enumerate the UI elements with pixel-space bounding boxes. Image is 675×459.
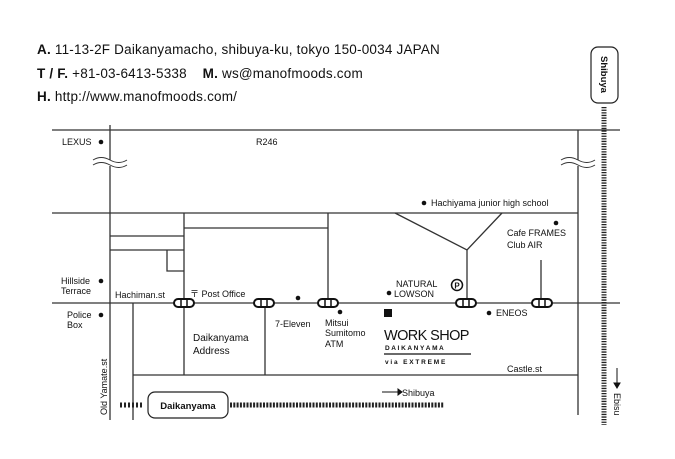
landmark-police: Box xyxy=(67,320,83,330)
road-castle: Castle.st xyxy=(507,364,543,374)
landmark-hillside: Hillside xyxy=(61,276,90,286)
landmark-cafe: Cafe FRAMES xyxy=(507,228,566,238)
address-text: 11-13-2F Daikanyamacho, shibuya-ku, toky… xyxy=(54,42,441,57)
traffic-light-icon xyxy=(455,298,477,308)
mail-label: M. xyxy=(202,66,219,81)
landmark-mitsui: Sumitomo xyxy=(325,328,366,338)
direction-shibuya: Shibuya xyxy=(402,388,435,398)
landmark-lowson: LOWSON xyxy=(394,289,434,299)
arrow-down-icon xyxy=(613,368,621,389)
landmark-lexus: LEXUS xyxy=(62,137,92,147)
station-shibuya[interactable]: Shibuya xyxy=(590,46,619,104)
roads xyxy=(52,125,620,420)
daikanyama-address: Daikanyama xyxy=(193,333,249,344)
shop-sub: D A I K A N Y A M A xyxy=(385,345,444,352)
phone-label: T / F. xyxy=(37,66,69,81)
landmark-lowson: NATURAL xyxy=(396,279,437,289)
parking-icon: P xyxy=(450,278,464,292)
phone-text: +81-03-6413-5338 xyxy=(72,66,187,81)
workshop-marker[interactable]: WORK SHOP D A I K A N Y A M A v i a E X … xyxy=(384,309,471,366)
landmark-mitsui: ATM xyxy=(325,339,343,349)
direction-ebisu: Ebisu xyxy=(612,393,622,416)
station-daikanyama[interactable]: Daikanyama xyxy=(147,391,229,419)
traffic-light-icon xyxy=(173,298,195,308)
road-hachiman: Hachiman.st xyxy=(115,290,166,300)
address-label: A. xyxy=(37,42,51,57)
landmark-police: Police xyxy=(67,310,92,320)
web-label: H. xyxy=(37,89,51,104)
station-label: Daikanyama xyxy=(160,401,216,412)
web-line: H. http://www.manofmoods.com/ xyxy=(37,89,237,104)
landmark-post-office: 〒 Post Office xyxy=(190,289,245,299)
landmark-7-eleven: 7-Eleven xyxy=(275,319,311,329)
arrow-right-icon xyxy=(382,388,403,396)
station-label: Shibuya xyxy=(598,56,609,94)
landmark-cafe: Club AIR xyxy=(507,240,543,250)
address-line: A. 11-13-2F Daikanyamacho, shibuya-ku, t… xyxy=(37,42,440,57)
phone-mail-line: T / F. +81-03-6413-5338 M. ws@manofmoods… xyxy=(37,66,363,81)
road-old-yamate: Old Yamate.st xyxy=(99,358,109,415)
road-breaks xyxy=(107,160,581,166)
shop-name: WORK SHOP xyxy=(384,328,469,344)
traffic-light-icon xyxy=(253,298,275,308)
shop-square-icon xyxy=(384,309,392,317)
traffic-light-icon xyxy=(531,298,553,308)
shop-via: v i a E X T R E M E xyxy=(385,359,446,366)
landmark-hillside: Terrace xyxy=(61,286,91,296)
web-link[interactable]: http://www.manofmoods.com/ xyxy=(54,89,238,104)
landmark-dots xyxy=(98,139,559,318)
road-r246: R246 xyxy=(256,137,278,147)
landmark-school: Hachiyama junior high school xyxy=(431,198,549,208)
labels: LEXUS R246 Hillside Terrace Police Box H… xyxy=(61,137,622,416)
daikanyama-address: Address xyxy=(193,346,230,357)
traffic-light-icon xyxy=(317,298,339,308)
parking-label: P xyxy=(454,282,460,291)
traffic-light-icons xyxy=(173,298,553,308)
mail-link[interactable]: ws@manofmoods.com xyxy=(222,66,363,81)
landmark-eneos: ENEOS xyxy=(496,308,528,318)
landmark-mitsui: Mitsui xyxy=(325,318,349,328)
wavy-break-icons xyxy=(92,157,596,168)
